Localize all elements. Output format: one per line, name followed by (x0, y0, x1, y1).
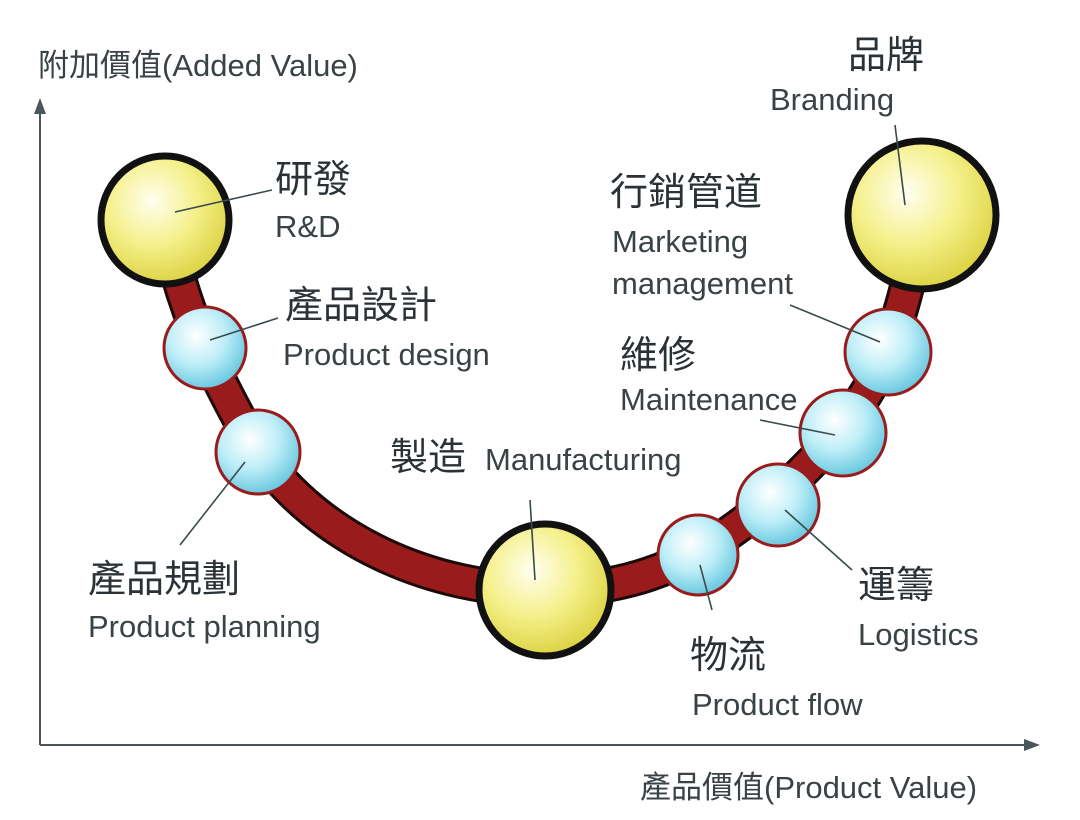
marketing-en-1: Marketing (612, 224, 748, 259)
rnd-node (97, 152, 233, 288)
branding-node (844, 137, 1000, 293)
marketing-zh: 行銷管道 (610, 170, 762, 214)
y-axis-arrow-icon (34, 98, 46, 114)
x-axis-label: 產品價值(Product Value) (640, 770, 977, 805)
manufacturing-zh: 製造 (390, 435, 466, 479)
rnd-zh: 研發 (275, 157, 351, 201)
rnd-label: 研發 R&D (275, 157, 351, 244)
logistics-en: Logistics (858, 617, 979, 652)
maintenance-en: Maintenance (620, 382, 798, 417)
branding-zh: 品牌 (848, 33, 924, 77)
flow-label: 物流 Product flow (690, 633, 863, 722)
branding-label: 品牌 Branding (770, 33, 924, 117)
planning-label: 產品規劃 Product planning (88, 557, 321, 644)
marketing-en-2: management (612, 266, 793, 301)
logistics-zh: 運籌 (858, 563, 934, 607)
logistics-label: 運籌 Logistics (858, 563, 979, 652)
maintenance-zh: 維修 (620, 333, 696, 377)
manufacturing-node (475, 520, 615, 660)
flow-en: Product flow (692, 687, 863, 722)
logistics-node (735, 462, 821, 548)
design-zh: 產品設計 (285, 283, 437, 327)
manufacturing-label: 製造 Manufacturing (390, 435, 681, 479)
axes: 附加價值(Added Value) 產品價值(Product Value) (34, 48, 1040, 805)
leader-lines (174, 124, 906, 611)
flow-zh: 物流 (690, 633, 766, 677)
planning-en: Product planning (88, 609, 321, 644)
manufacturing-en: Manufacturing (485, 442, 681, 477)
planning-node (214, 408, 302, 496)
design-node (162, 305, 248, 391)
maintenance-label: 維修 Maintenance (620, 333, 798, 417)
nodes (97, 137, 1000, 660)
rnd-en: R&D (275, 209, 340, 244)
flow-node (656, 513, 740, 597)
x-axis-arrow-icon (1024, 739, 1040, 751)
branding-en: Branding (770, 82, 894, 117)
design-en: Product design (283, 337, 490, 372)
marketing-label: 行銷管道 Marketing management (610, 170, 793, 301)
planning-zh: 產品規劃 (88, 557, 240, 601)
y-axis-label: 附加價值(Added Value) (38, 48, 358, 83)
marketing-node (843, 307, 933, 397)
design-label: 產品設計 Product design (283, 283, 490, 372)
maintenance-node (798, 388, 888, 478)
